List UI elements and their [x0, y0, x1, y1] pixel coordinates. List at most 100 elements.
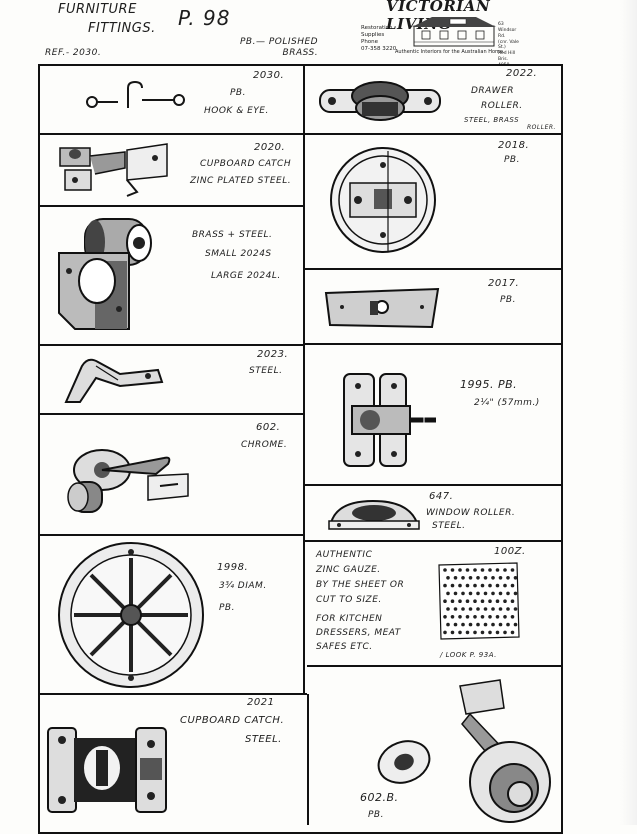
gauze-hole: [513, 607, 518, 611]
gauze-line2: ZINC GAUZE.: [316, 565, 381, 575]
gauze-hole: [450, 615, 455, 619]
gauze-hole: [510, 568, 515, 572]
item-2017-code: 2017.: [488, 278, 520, 289]
gauze-hole: [453, 622, 458, 627]
gauze-hole: [483, 607, 488, 611]
knob-latch-602b-drawing: [377, 679, 551, 823]
bracket-drawing: [64, 358, 164, 403]
gauze-hole: [446, 622, 450, 627]
page-edge: [620, 0, 637, 825]
gauze-hole: [468, 576, 473, 580]
gauze-hole: [495, 615, 500, 619]
gauze-hole: [443, 599, 447, 603]
gauze-see-page: / LOOK P. 93A.: [440, 651, 497, 659]
item-2030-code: 2030.: [253, 70, 285, 81]
gauze-line6: DRESSERS, MEAT: [316, 628, 401, 638]
gauze-hole: [461, 591, 465, 596]
barrel-catch-drawing: [58, 218, 152, 330]
finish-legend-line2: BRASS.: [282, 47, 319, 58]
gauze-hole: [488, 568, 492, 572]
gauze-hole: [491, 576, 495, 580]
gauze-hole: [443, 568, 447, 572]
gauze-hole: [453, 576, 458, 580]
gauze-line7: SAFES ETC.: [316, 642, 373, 652]
item-2021-material: STEEL.: [245, 734, 282, 745]
gauze-hole: [495, 583, 500, 588]
gauze-hole: [503, 630, 507, 635]
gauze-hole: [480, 583, 485, 588]
gauze-hole: [491, 622, 495, 627]
gauze-hole: [480, 630, 485, 635]
gauze-hole: [473, 630, 477, 635]
gauze-hole: [510, 630, 515, 635]
item-602b-finish: PB.: [368, 810, 384, 820]
gauze-hole: [461, 576, 465, 580]
row-divider: [307, 665, 563, 667]
gauze-hole: [450, 630, 455, 635]
row-divider: [38, 413, 305, 415]
gauze-hole: [488, 583, 492, 588]
gauze-hole: [473, 583, 477, 588]
item-647-name: WINDOW ROLLER.: [426, 508, 516, 518]
gauze-hole: [495, 630, 500, 635]
gauze-hole: [480, 599, 485, 603]
page-title: FURNITURE: [58, 2, 137, 17]
gauze-hole: [476, 576, 480, 580]
gauze-hole: [506, 591, 510, 596]
gauze-hole: [513, 622, 518, 627]
gauze-hole: [513, 591, 518, 596]
item-2020-line1: CUPBOARD CATCH: [200, 159, 292, 169]
item-1995-code: 1995. PB.: [460, 378, 518, 391]
item-2030-finish: PB.: [230, 88, 246, 98]
gauze-hole: [491, 591, 495, 596]
gauze-hole: [468, 591, 473, 596]
reference-number: REF.- 2030.: [45, 48, 102, 58]
gauze-hole: [476, 622, 480, 627]
item-602-code: 602.: [256, 422, 281, 433]
item-2022-line2: ROLLER.: [481, 101, 523, 111]
gauze-line5: FOR KITCHEN: [316, 614, 383, 624]
row-divider: [38, 133, 305, 135]
gauze-hole: [506, 622, 510, 627]
row-divider: [38, 693, 307, 695]
gauze-hole: [483, 591, 488, 596]
drawer-roller-drawing: [319, 81, 441, 121]
gauze-hole: [488, 630, 492, 635]
item-2018-finish: PB.: [504, 155, 520, 165]
hook-and-eye-drawing: [86, 80, 185, 108]
gauze-hole: [480, 568, 485, 572]
gauze-hole: [450, 599, 455, 603]
round-catch-drawing: [330, 147, 436, 253]
gauze-hole: [443, 583, 447, 588]
finish-legend-line1: PB.— POLISHED: [240, 37, 319, 47]
logo-tagline: Authentic Interiors for the Australian H…: [395, 49, 505, 55]
gauze-hole: [458, 630, 462, 635]
column-divider: [303, 64, 305, 694]
item-647-material: STEEL.: [432, 521, 466, 531]
gauze-line1: AUTHENTIC: [316, 550, 373, 560]
page-title-line2: FITTINGS.: [88, 21, 156, 36]
gauze-hole: [483, 576, 488, 580]
gauze-hole: [491, 607, 495, 611]
gauze-hole: [483, 622, 488, 627]
gauze-hole: [473, 615, 477, 619]
gauze-hole: [503, 615, 507, 619]
gauze-hole: [495, 599, 500, 603]
item-2018-code: 2018.: [498, 140, 530, 151]
item-2020-code: 2020.: [254, 142, 286, 153]
gauze-hole: [503, 599, 507, 603]
gauze-hole: [476, 591, 480, 596]
gauze-hole: [488, 615, 492, 619]
row-divider: [303, 484, 563, 486]
gauze-hole: [458, 568, 462, 572]
house-icon: [412, 17, 496, 47]
gauze-hole: [446, 591, 450, 596]
row-divider: [303, 268, 563, 270]
gauze-hole: [458, 599, 462, 603]
item-2020-line2: ZINC PLATED STEEL.: [190, 176, 292, 186]
row-divider: [38, 205, 305, 207]
finish-legend: PB.— POLISHED BRASS.: [240, 37, 318, 59]
gauze-line3: BY THE SHEET OR: [316, 580, 405, 590]
gauze-hole: [465, 583, 470, 588]
row-divider: [303, 343, 563, 345]
